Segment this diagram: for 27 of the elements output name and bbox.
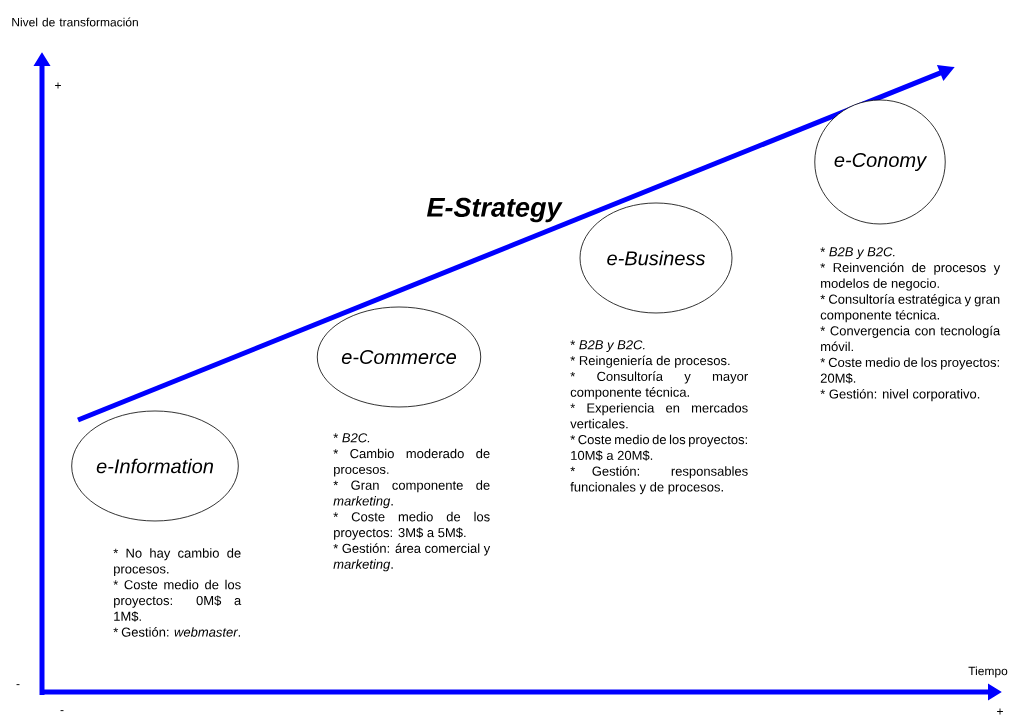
bullet-text: * Coste medio de los proyectos: 10M$ a 20M$.	[570, 434, 747, 461]
strategy-title: E-Strategy	[426, 197, 563, 223]
bullet-text: * Coste medio de los proyectos: 0M$ a 1M$.	[113, 579, 242, 622]
bullet-text: * Gestión: responsables funcionales y de procesos.	[570, 466, 748, 495]
sign-label: +	[997, 708, 1003, 715]
sign-label: +	[55, 82, 61, 89]
sign-label: -	[16, 684, 20, 686]
bullet-text: * No hay cambio de procesos.	[113, 548, 241, 577]
bullet-text: * Gestión: nivel corporativo.	[820, 388, 980, 402]
bullet-text: * Consultoría y mayor componente técnica.	[570, 371, 748, 400]
axis-label: Tiempo	[968, 666, 1008, 678]
bullet-text: * Coste medio de los proyectos: 3M$ a 5M$.	[333, 511, 490, 540]
bullet-text: * Reingeniería de procesos.	[570, 355, 730, 368]
bullet-text: * Convergencia con tecnología móvil.	[820, 325, 1001, 352]
bullet-text: * Consultoría estratégica y gran componente técnica.	[820, 294, 1000, 323]
bullet-text: * Gran componente de marketing.	[333, 480, 490, 509]
bullet-text: * Gestión: webmaster.	[113, 627, 240, 637]
bullet-text: *B2C.	[333, 433, 370, 443]
bullet-text: * Cambio moderado de procesos.	[333, 448, 490, 477]
bullet-text: * Reinvención de procesos y modelos de negocio.	[820, 262, 1001, 291]
bullet-text: * Experiencia en mercados verticales.	[570, 403, 748, 429]
bullet-text: *B2B y B2C.	[570, 340, 645, 352]
axis-label: Nivel de transformación	[12, 17, 138, 27]
bullet-text: * Coste medio de los proyectos: 20M$.	[820, 357, 999, 384]
bullet-text: *B2B y B2C.	[820, 247, 895, 259]
sign-label: -	[60, 710, 64, 712]
bullet-text: * Gestión: área comercial y marketing.	[333, 543, 491, 572]
